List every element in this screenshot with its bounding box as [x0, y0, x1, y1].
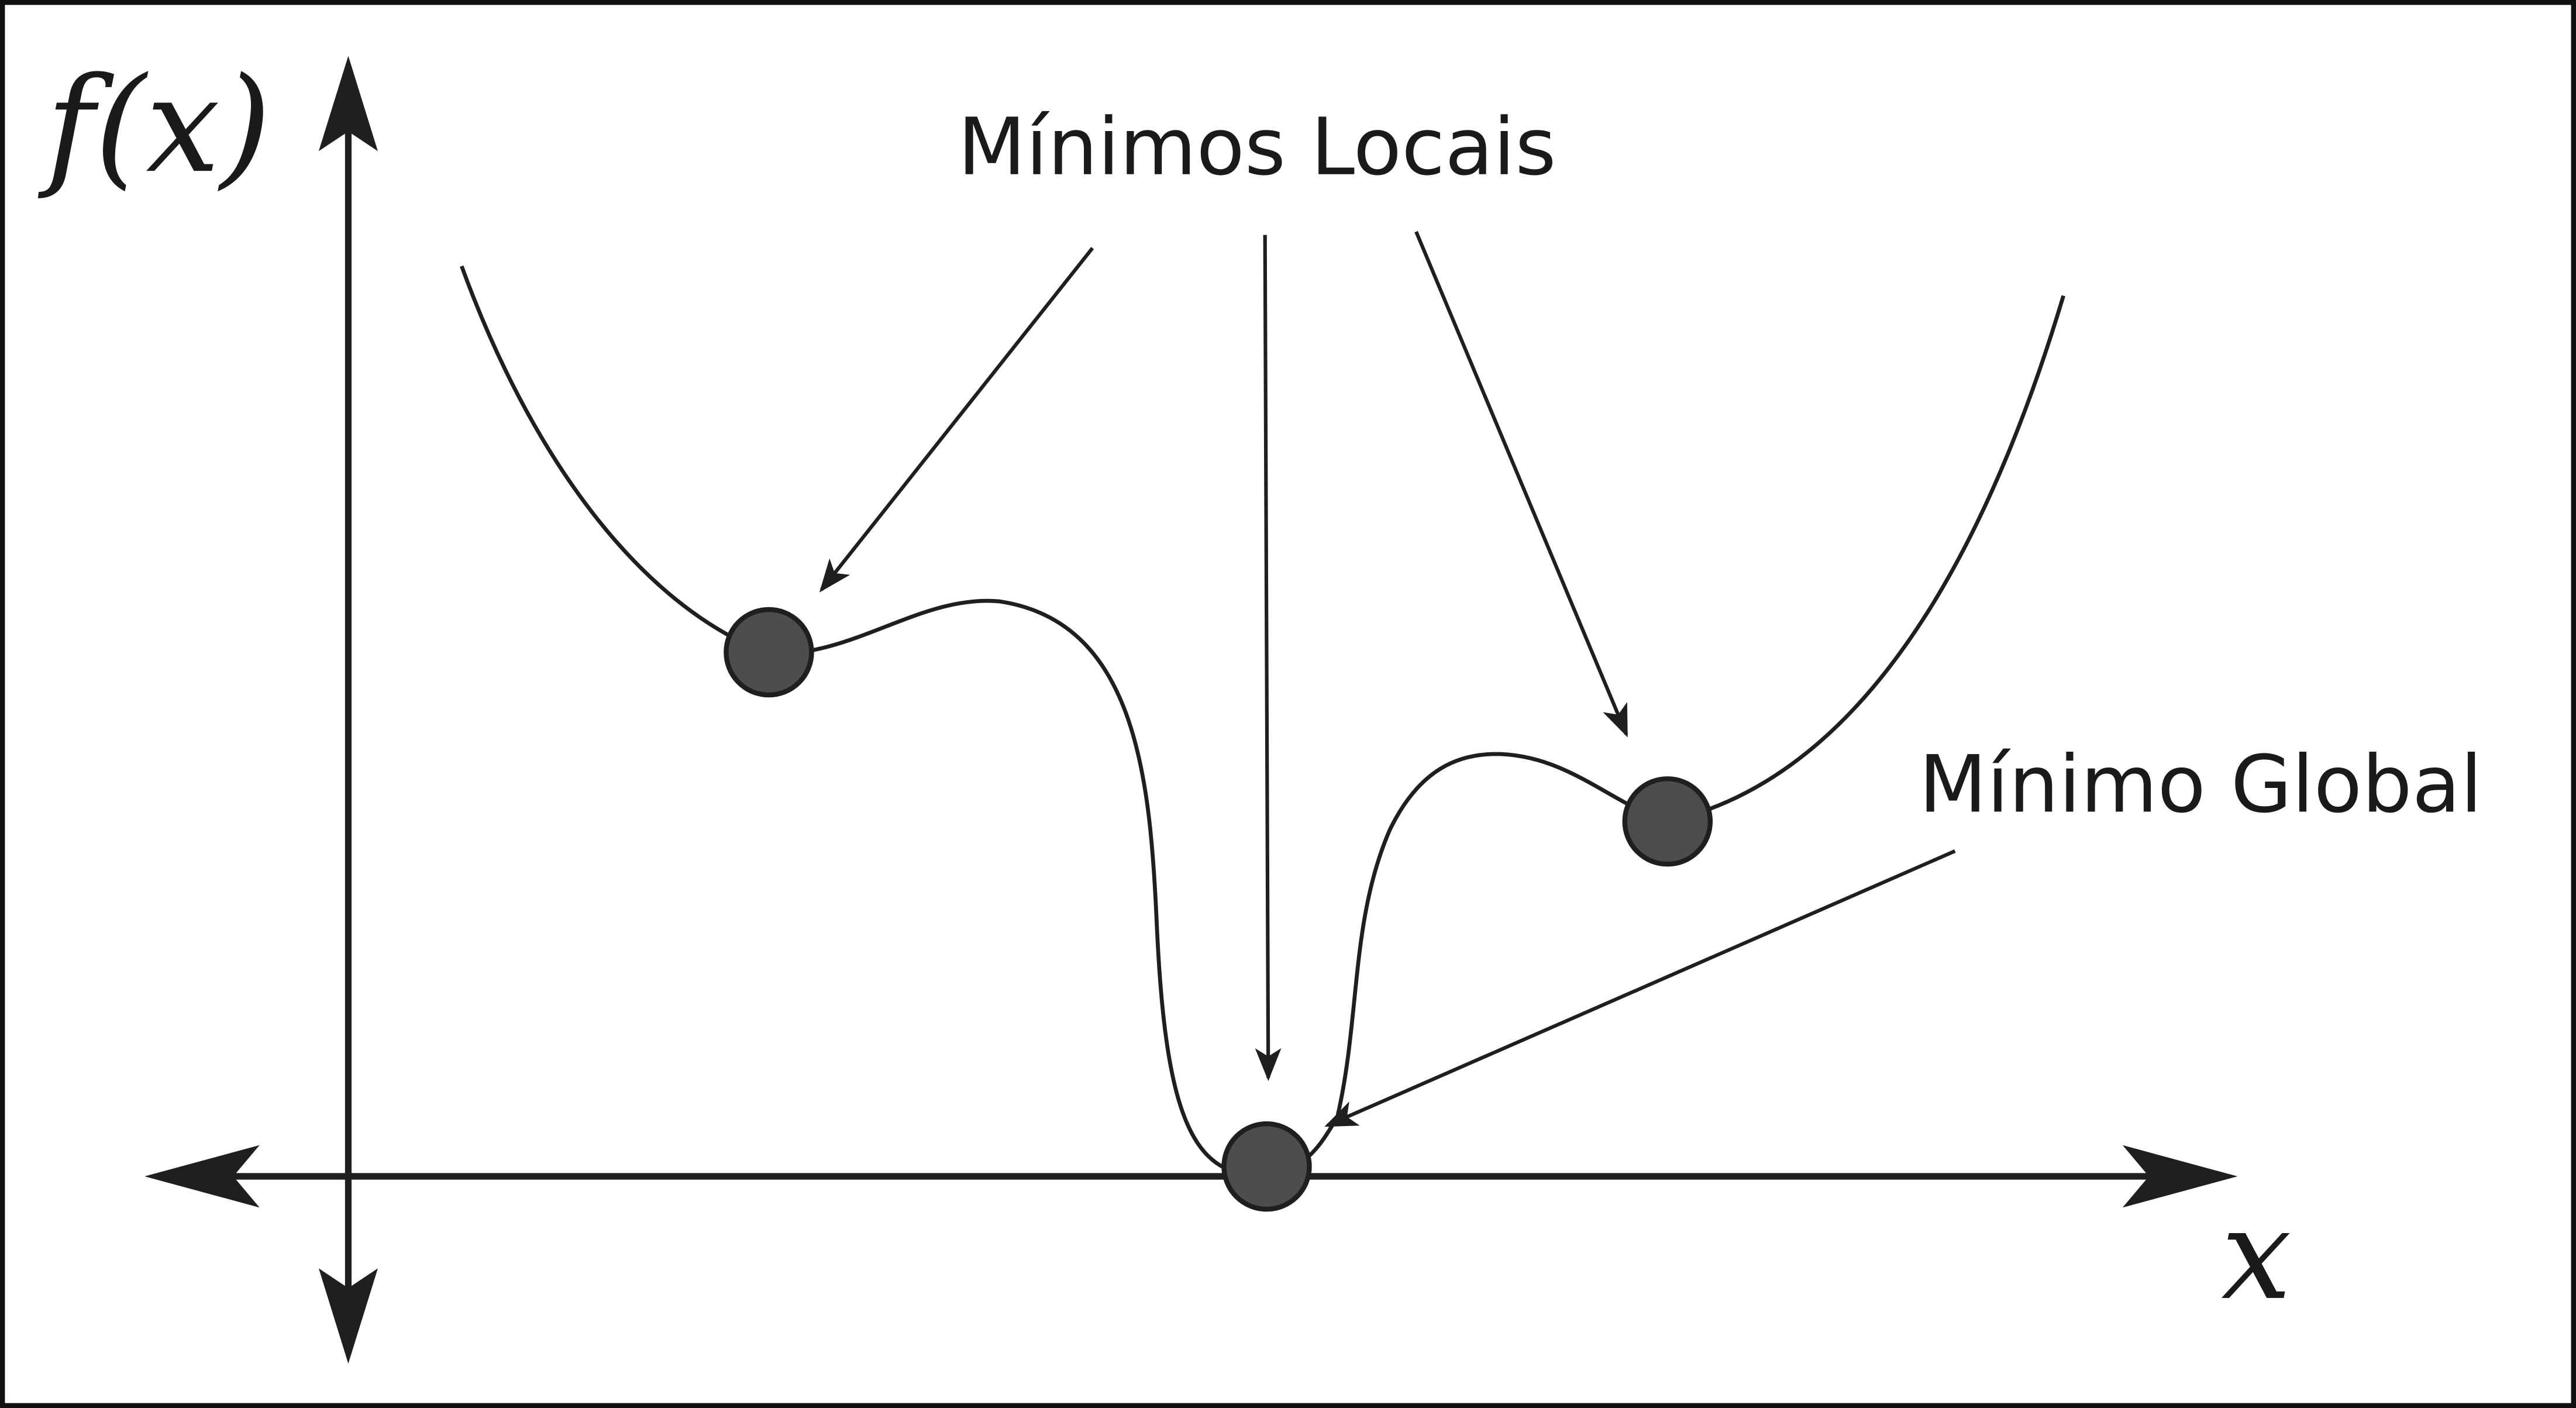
x-axis-label: x — [2221, 1183, 2291, 1328]
right-local-minimum-point — [1622, 776, 1713, 867]
global-minimum-label: Mínimo Global — [1919, 738, 2482, 830]
left-local-minimum-point — [724, 607, 814, 698]
x-axis — [144, 1145, 2238, 1208]
x-axis-right-arrowhead — [2122, 1145, 2238, 1208]
arrow-to-global-minimum — [1324, 849, 1956, 1127]
y-axis-bottom-arrowhead — [318, 1268, 378, 1364]
global-minimum-point — [1221, 1121, 1312, 1212]
arrow-to-right-local-minimum — [1414, 230, 1628, 738]
x-axis-left-arrowhead — [144, 1145, 260, 1208]
y-axis-label: f(x) — [38, 49, 271, 202]
y-axis-top-arrowhead — [318, 56, 378, 152]
arrow-to-left-local-minimum — [819, 247, 1094, 593]
local-minima-label: Mínimos Locais — [958, 101, 1556, 193]
arrow-to-global-minimum-from-local-label — [1255, 235, 1282, 1082]
y-axis — [318, 56, 378, 1364]
